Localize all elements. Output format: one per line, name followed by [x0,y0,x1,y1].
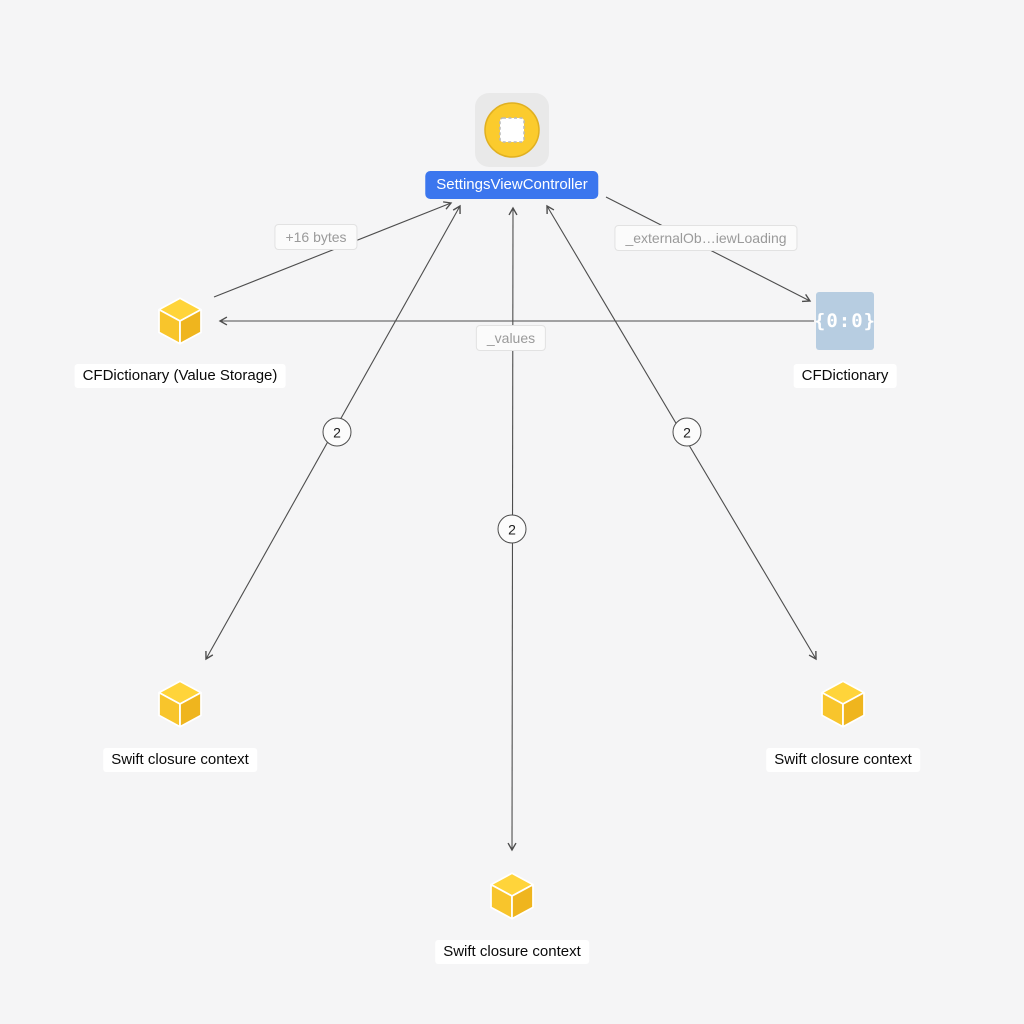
cube-icon [821,680,865,728]
cube-icon [158,680,202,728]
cube-icon [158,297,202,345]
edge-count-badge-left[interactable]: 2 [322,417,352,447]
edge-label-plus16[interactable]: +16 bytes [274,224,358,250]
edge-count-badge-right[interactable]: 2 [672,417,702,447]
braces-dictionary-icon[interactable]: {0:0} [814,292,875,350]
node-label-swift-closure-right[interactable]: Swift closure context [766,748,920,772]
view-controller-icon [475,93,549,167]
node-settings-view-controller[interactable] [474,92,550,168]
cube-icon [490,872,534,920]
node-label-settings-view-controller[interactable]: SettingsViewController [425,171,599,199]
node-label-swift-closure-left[interactable]: Swift closure context [103,748,257,772]
node-label-cfdictionary[interactable]: CFDictionary [793,364,897,388]
node-label-swift-closure-bottom[interactable]: Swift closure context [435,940,589,964]
edge-label-external[interactable]: _externalOb…iewLoading [614,225,798,251]
node-swift-closure-bottom[interactable] [484,868,540,924]
node-swift-closure-left[interactable] [152,676,208,732]
node-swift-closure-right[interactable] [815,676,871,732]
edge-line-plus16[interactable] [213,201,453,298]
edge-count-badge-center[interactable]: 2 [497,514,527,544]
node-label-cfdictionary-value-storage[interactable]: CFDictionary (Value Storage) [74,364,286,388]
node-cfdictionary-value-storage[interactable] [152,293,208,349]
edge-label-values[interactable]: _values [475,325,547,351]
